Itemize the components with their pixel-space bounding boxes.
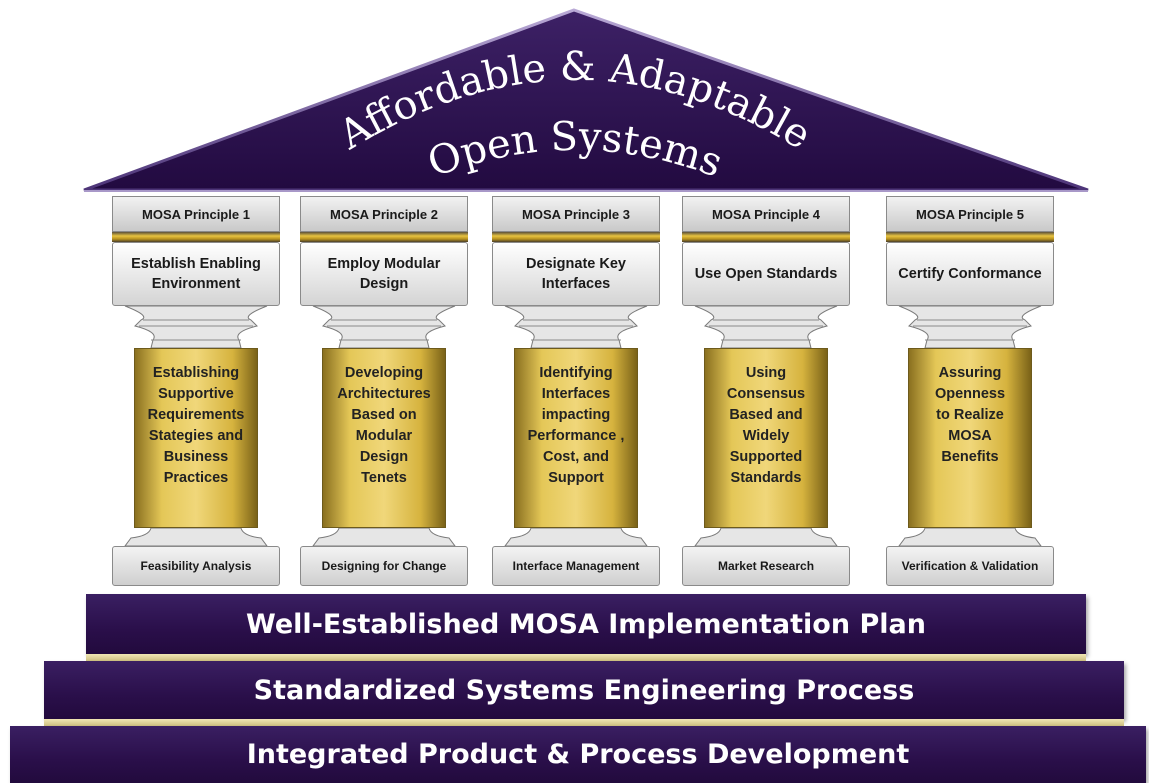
pillar-5: MOSA Principle 5 Certify Conformance Ass… bbox=[884, 196, 1056, 594]
pillar-base-label: Market Research bbox=[682, 546, 850, 586]
pillar-4: MOSA Principle 4 Use Open Standards Usin… bbox=[680, 196, 852, 594]
step-edge bbox=[86, 654, 1086, 661]
pillar-plinth bbox=[124, 528, 268, 546]
pillar-base-label: Feasibility Analysis bbox=[112, 546, 280, 586]
pillar-neck bbox=[312, 306, 456, 348]
pillar-1: MOSA Principle 1 Establish Enabling Envi… bbox=[110, 196, 282, 594]
pillar-principle-label: MOSA Principle 4 bbox=[682, 196, 850, 232]
pillar-shaft-text: Assuring Openness to Realize MOSA Benefi… bbox=[908, 348, 1032, 528]
pillar-plinth bbox=[312, 528, 456, 546]
step-edge bbox=[44, 719, 1124, 726]
pillar-plinth bbox=[694, 528, 838, 546]
pillar-gold-band bbox=[886, 232, 1054, 242]
pillar-capital-label: Certify Conformance bbox=[886, 242, 1054, 306]
pillar-capital-label: Employ Modular Design bbox=[300, 242, 468, 306]
roof-pediment: Affordable & Adaptable Open Systems bbox=[83, 8, 1089, 192]
pillar-neck bbox=[124, 306, 268, 348]
pillar-capital-label: Establish Enabling Environment bbox=[112, 242, 280, 306]
pillar-principle-label: MOSA Principle 3 bbox=[492, 196, 660, 232]
pillar-gold-band bbox=[682, 232, 850, 242]
pillar-gold-band bbox=[112, 232, 280, 242]
pillar-shaft-text: Identifying Interfaces impacting Perform… bbox=[514, 348, 638, 528]
pillar-base-label: Designing for Change bbox=[300, 546, 468, 586]
pillar-neck bbox=[504, 306, 648, 348]
roof-triangle bbox=[83, 8, 1089, 192]
pillar-shaft-text: Establishing Supportive Requirements Sta… bbox=[134, 348, 258, 528]
pillar-neck bbox=[694, 306, 838, 348]
pillar-capital-label: Use Open Standards bbox=[682, 242, 850, 306]
pillar-neck bbox=[898, 306, 1042, 348]
step-systems-engineering: Standardized Systems Engineering Process bbox=[44, 661, 1124, 719]
pillar-principle-label: MOSA Principle 1 bbox=[112, 196, 280, 232]
pillar-shaft-text: Using Consensus Based and Widely Support… bbox=[704, 348, 828, 528]
pillar-3: MOSA Principle 3 Designate Key Interface… bbox=[490, 196, 662, 594]
pillar-gold-band bbox=[492, 232, 660, 242]
pillar-shaft-text: Developing Architectures Based on Modula… bbox=[322, 348, 446, 528]
step-implementation-plan: Well-Established MOSA Implementation Pla… bbox=[86, 594, 1086, 654]
pillar-2: MOSA Principle 2 Employ Modular Design D… bbox=[298, 196, 470, 594]
pillar-plinth bbox=[898, 528, 1042, 546]
pillar-plinth bbox=[504, 528, 648, 546]
pillar-principle-label: MOSA Principle 2 bbox=[300, 196, 468, 232]
pillar-capital-label: Designate Key Interfaces bbox=[492, 242, 660, 306]
pillar-base-label: Interface Management bbox=[492, 546, 660, 586]
pillar-principle-label: MOSA Principle 5 bbox=[886, 196, 1054, 232]
pillar-gold-band bbox=[300, 232, 468, 242]
step-ippd: Integrated Product & Process Development bbox=[10, 726, 1146, 783]
pillar-base-label: Verification & Validation bbox=[886, 546, 1054, 586]
